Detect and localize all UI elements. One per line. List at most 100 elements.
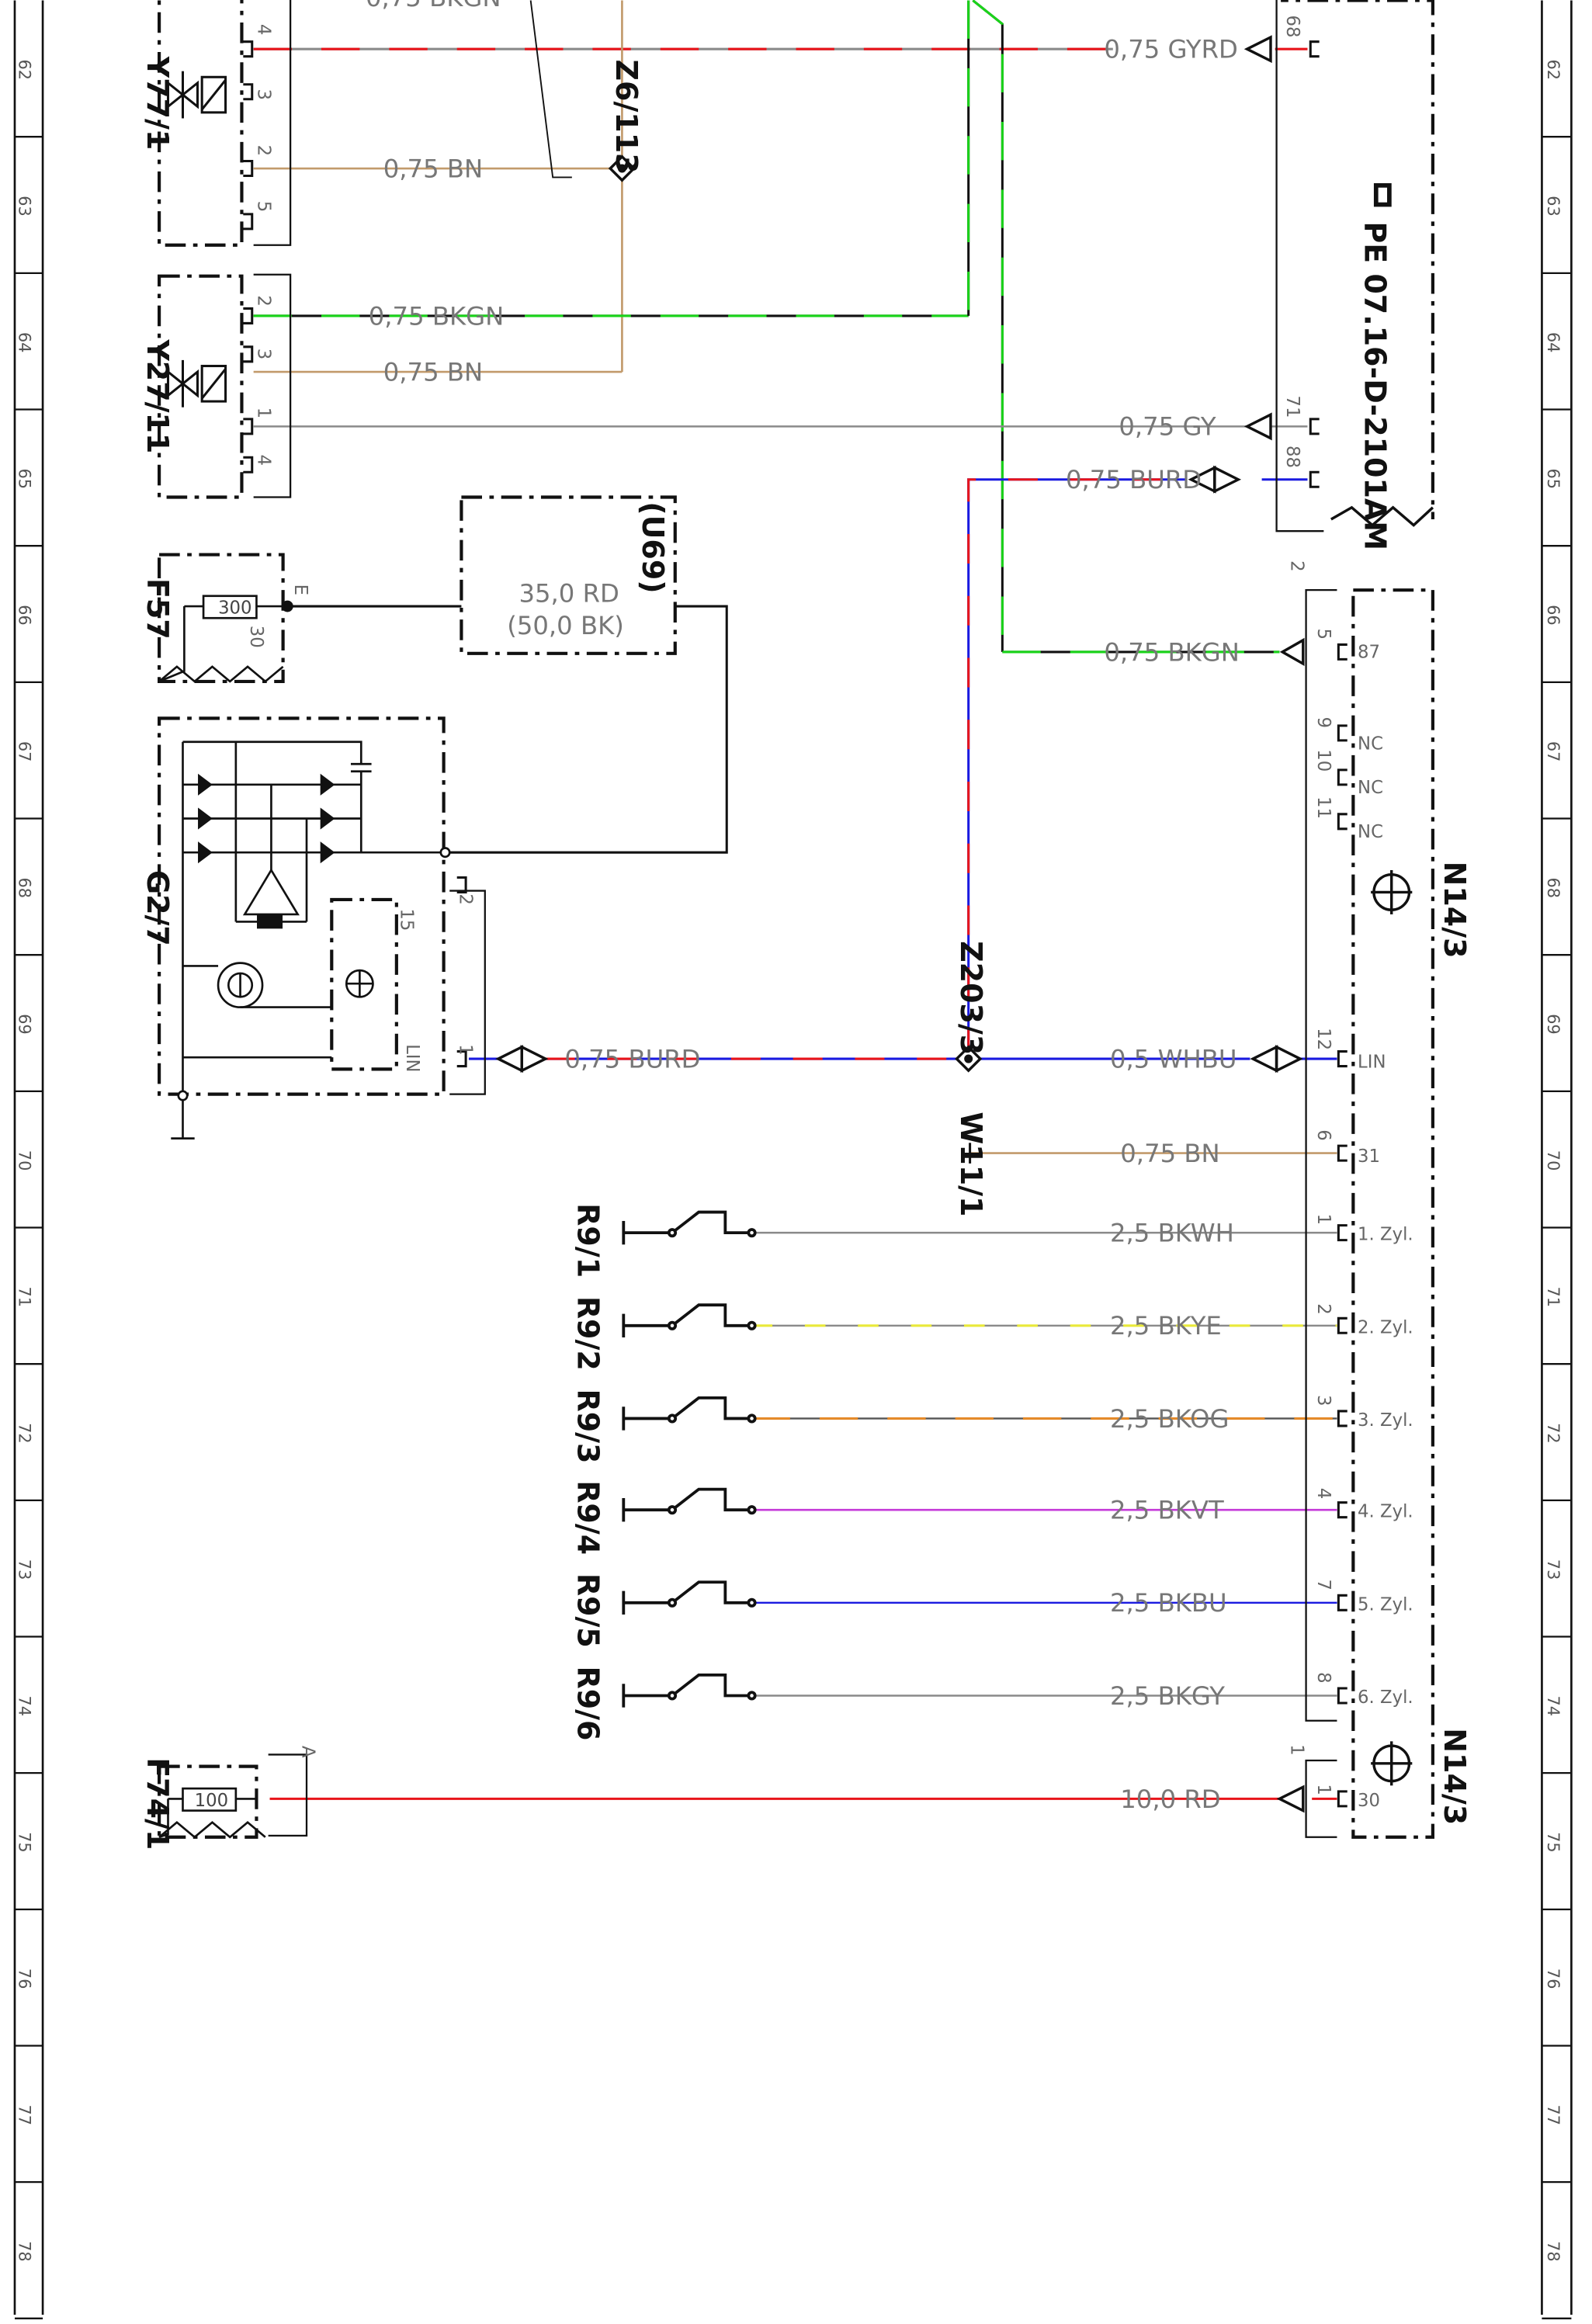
pin-label: E bbox=[290, 584, 310, 595]
valve-y77-symbol bbox=[166, 71, 227, 119]
grid-row-label-right: 73 bbox=[1544, 1559, 1563, 1580]
wire-rd-30: 10,0 RD bbox=[1120, 1785, 1220, 1814]
u69-line-1: 35,0 RD bbox=[519, 578, 619, 608]
pin-stub bbox=[1309, 418, 1320, 435]
pin-stub bbox=[1337, 643, 1347, 661]
grid-row-label-left: 77 bbox=[16, 2104, 34, 2125]
pin-label: 2 bbox=[253, 295, 273, 306]
wire-burd-g2: 0,75 BURD bbox=[564, 1044, 700, 1074]
grid-row-label-right: 66 bbox=[1544, 605, 1563, 626]
pin-stub bbox=[1337, 1224, 1347, 1242]
pin-label: 2 bbox=[253, 145, 273, 156]
glow-plug-labels: R9/1R9/2R9/3R9/4R9/5R9/6 bbox=[571, 1203, 605, 1740]
grid-row-label-right: 74 bbox=[1544, 1695, 1563, 1716]
grid-row-label-left: 76 bbox=[16, 1968, 34, 1989]
grid-row-label-left: 73 bbox=[16, 1559, 34, 1580]
grid-row-label-left: 64 bbox=[16, 332, 34, 353]
glow-plug-element bbox=[623, 1487, 752, 1512]
pin-stubs bbox=[243, 40, 1347, 1808]
wire-glow-6: 2,5 BKGY bbox=[1110, 1681, 1225, 1711]
grid-row-label-right: 65 bbox=[1544, 468, 1563, 489]
pin-label: 15 bbox=[397, 908, 417, 931]
wire-labels: 0,75 BKGN 0,75 GYRD 0,75 BN 0,75 BKGN 0,… bbox=[366, 0, 1240, 1814]
glow-plug-element bbox=[623, 1580, 752, 1604]
glow-plug-terminal bbox=[667, 1320, 678, 1330]
wire-gyrd: 0,75 GYRD bbox=[1104, 35, 1237, 64]
pin-label: LIN bbox=[1358, 1052, 1386, 1072]
pin-stub bbox=[1337, 1144, 1347, 1162]
wire-bn-y27: 0,75 BN bbox=[383, 357, 483, 387]
pin-stub bbox=[1337, 1594, 1347, 1611]
pin-label: 87 bbox=[1358, 643, 1380, 663]
grid-row-label-right: 68 bbox=[1544, 877, 1563, 898]
pin-label: 68 bbox=[1282, 16, 1302, 38]
f74-value: 100 bbox=[195, 1791, 228, 1811]
grid-row-label-right: 63 bbox=[1544, 196, 1563, 217]
pin-stub bbox=[243, 40, 254, 58]
pin-stub bbox=[243, 213, 254, 231]
pin-label: 1 bbox=[1313, 1784, 1334, 1795]
label-n14-3-a: N14/3 bbox=[1438, 862, 1472, 959]
grid-row-label-left: 74 bbox=[16, 1695, 34, 1716]
label-r9-6: R9/6 bbox=[571, 1666, 605, 1740]
grid-row-label-right: 77 bbox=[1544, 2104, 1563, 2125]
pin-label: 6. Zyl. bbox=[1358, 1688, 1413, 1708]
grid-row-label-left: 69 bbox=[16, 1014, 34, 1035]
glow-plug-element bbox=[623, 1303, 752, 1327]
glow-plug-terminal bbox=[667, 1505, 678, 1515]
control-unit-symbols bbox=[1330, 505, 1434, 1786]
pin-label: 6 bbox=[1313, 1129, 1334, 1140]
grid-row-label-left: 63 bbox=[16, 196, 34, 217]
pin-label: 5. Zyl. bbox=[1358, 1594, 1413, 1615]
grid-row-label-left: 62 bbox=[16, 59, 34, 80]
wire-gy: 0,75 GY bbox=[1119, 412, 1216, 442]
label-w11-1: W11/1 bbox=[954, 1112, 988, 1216]
label-f74-1: F74/1 bbox=[140, 1757, 175, 1850]
pin-labels: 4325231468718830EA2151LIN215910111261234… bbox=[246, 16, 1413, 1811]
label-y77-1: Y77/1 bbox=[140, 56, 175, 151]
pin-stub bbox=[456, 1050, 467, 1068]
pin-label: 4. Zyl. bbox=[1358, 1502, 1413, 1522]
label-z6-113: Z6/113 bbox=[609, 59, 643, 173]
grid-row-label-right: 69 bbox=[1544, 1014, 1563, 1035]
pin-label: 71 bbox=[1282, 395, 1302, 418]
glow-plug-terminal bbox=[747, 1505, 757, 1515]
pin-stub bbox=[243, 456, 254, 473]
pin-label: 2 bbox=[1287, 560, 1307, 571]
pin-label: 4 bbox=[253, 24, 273, 35]
grid-row-label-right: 75 bbox=[1544, 1832, 1563, 1853]
grid-row-label-right: 76 bbox=[1544, 1968, 1563, 1989]
pin-stub bbox=[243, 345, 254, 363]
glow-plug-terminal bbox=[667, 1228, 678, 1238]
label-r9-5: R9/5 bbox=[571, 1573, 605, 1648]
pin-label: NC bbox=[1358, 778, 1383, 798]
pin-stub bbox=[456, 876, 467, 893]
pin-stub bbox=[243, 418, 254, 435]
pin-stub bbox=[243, 160, 254, 178]
pin-label: A bbox=[297, 1746, 317, 1758]
label-r9-1: R9/1 bbox=[571, 1203, 605, 1278]
pin-stub bbox=[1337, 724, 1347, 742]
label-z203-3: Z203/3 bbox=[954, 941, 988, 1055]
pin-label: 3. Zyl. bbox=[1358, 1410, 1413, 1431]
valve-y27-symbol bbox=[166, 359, 227, 408]
wire-burd-top: 0,75 BURD bbox=[1066, 465, 1202, 494]
glow-plug-terminal bbox=[667, 1597, 678, 1608]
grid-row-label-left: 67 bbox=[16, 741, 34, 762]
label-g2-7: G2/7 bbox=[140, 870, 175, 946]
wire-whbu: 0,5 WHBU bbox=[1110, 1044, 1237, 1074]
pin-label: 4 bbox=[253, 454, 273, 465]
grid-row-label-left: 78 bbox=[16, 2241, 34, 2262]
pin-label: 3 bbox=[1313, 1395, 1334, 1406]
connector-brackets bbox=[253, 0, 1337, 1838]
pin-label: NC bbox=[1358, 734, 1383, 754]
pin-label: 5 bbox=[1313, 629, 1334, 640]
label-pe-ref: PE 07.16-D-2101AM bbox=[1358, 221, 1393, 550]
grid-row-label-left: 68 bbox=[16, 877, 34, 898]
grid-row-label-left: 72 bbox=[16, 1423, 34, 1444]
alternator-g2-7-symbol bbox=[171, 741, 451, 1139]
pin-label: 1 bbox=[456, 1044, 476, 1055]
pin-label: 3 bbox=[253, 349, 273, 359]
